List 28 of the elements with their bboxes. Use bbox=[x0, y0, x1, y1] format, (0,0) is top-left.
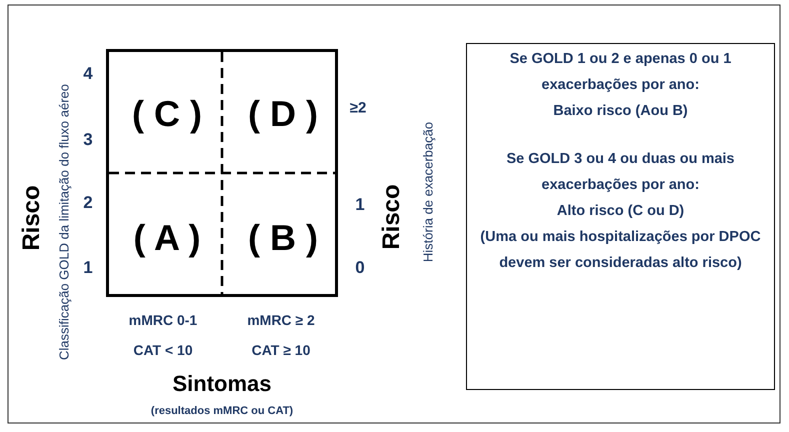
axis-title: Risco bbox=[378, 184, 406, 250]
axis-note: (resultados mMRC ou CAT) bbox=[150, 405, 294, 417]
tick-label: 0 bbox=[355, 258, 365, 278]
tick-label: 3 bbox=[83, 130, 93, 150]
tick-label: 1 bbox=[83, 258, 93, 278]
category-label: CAT ≥ 10 bbox=[252, 342, 310, 358]
axis-subtitle: História de exacerbação bbox=[420, 122, 436, 262]
category-label: CAT < 10 bbox=[133, 342, 193, 358]
tick-label: ≥2 bbox=[350, 100, 366, 116]
quadrant-letter: ( C ) bbox=[132, 93, 202, 135]
tick-label: 1 bbox=[355, 195, 365, 215]
tick-label: 4 bbox=[83, 64, 93, 84]
category-label: mMRC 0-1 bbox=[128, 312, 198, 328]
criteria-text: Se GOLD 1 ou 2 e apenas 0 ou 1 exacerbações por ano: bbox=[508, 50, 732, 95]
quadrant-letter: ( D ) bbox=[248, 93, 318, 135]
quadrant-letter: ( B ) bbox=[248, 217, 318, 259]
risk-text: Alto risco (C ou D) bbox=[556, 202, 686, 221]
category-label: mMRC ≥ 2 bbox=[247, 312, 315, 328]
quadrant-grid bbox=[106, 49, 338, 297]
axis-subtitle: Classificação GOLD da limitação do fluxo aéreo bbox=[56, 84, 72, 360]
note-box bbox=[466, 43, 775, 390]
risk-text: Baixo risco (Aou B) bbox=[552, 102, 689, 121]
axis-title: Sintomas bbox=[172, 371, 272, 397]
criteria-text: Se GOLD 3 ou 4 ou duas ou mais exacerbações por ano: bbox=[505, 150, 736, 195]
tick-label: 2 bbox=[83, 193, 93, 213]
axis-title: Risco bbox=[18, 185, 46, 251]
criteria-text: (Uma ou mais hospitalizações por DPOC devem ser consideradas alto risco) bbox=[479, 228, 762, 273]
quadrant-letter: ( A ) bbox=[133, 217, 201, 259]
